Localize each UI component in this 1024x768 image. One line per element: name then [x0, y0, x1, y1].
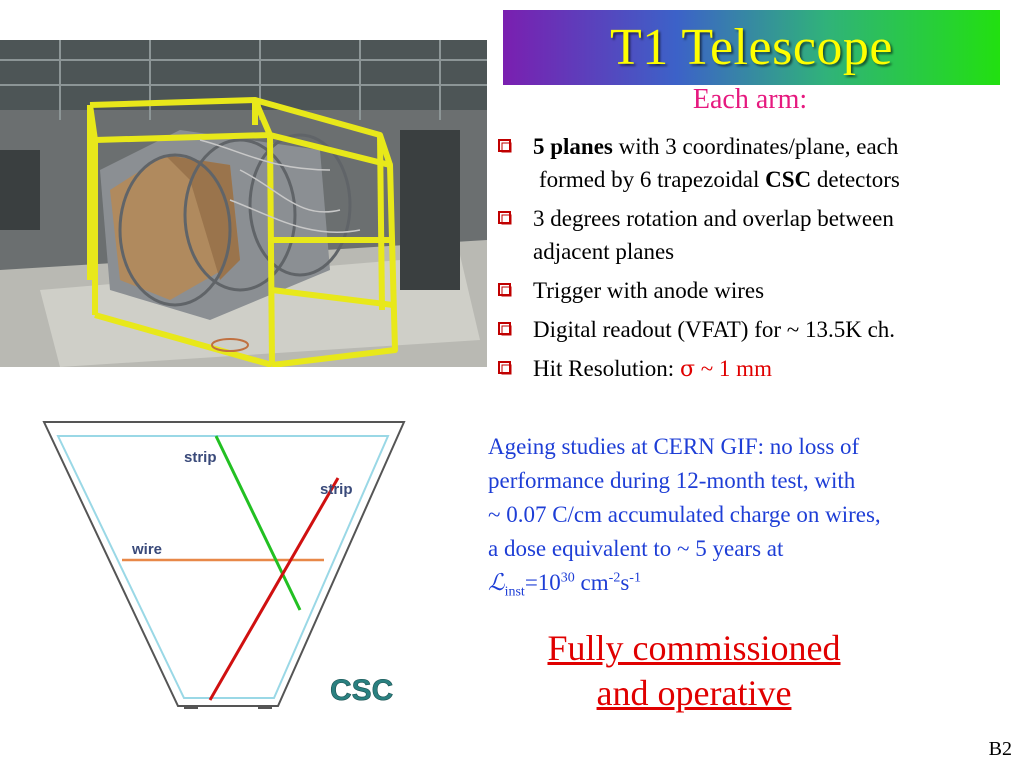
- strip-line-green: [214, 435, 302, 611]
- unit-cm: cm: [574, 570, 609, 595]
- bullet-continuation: formed by 6 trapezoidal: [539, 167, 766, 192]
- luminosity-exponent: 30: [560, 570, 575, 586]
- strip-line-red: [208, 477, 340, 701]
- detector-photo: [0, 40, 487, 367]
- list-item: 3 degrees rotation and overlap between a…: [495, 202, 1005, 268]
- label-wire: wire: [131, 541, 162, 558]
- checkbox-bullet-icon: [498, 322, 512, 336]
- bullet-text: Digital readout (VFAT) for ~ 13.5K ch.: [533, 317, 896, 342]
- ageing-paragraph: Ageing studies at CERN GIF: no loss of p…: [488, 430, 1018, 600]
- bullet-text: with 3 coordinates/plane, each: [612, 134, 899, 159]
- list-item: Trigger with anode wires: [495, 274, 1005, 307]
- list-item: Digital readout (VFAT) for ~ 13.5K ch.: [495, 313, 1005, 346]
- unit-s-exponent: -1: [629, 570, 641, 586]
- unit-s: s: [620, 570, 630, 595]
- bullet-text: Trigger with anode wires: [533, 278, 765, 303]
- label-csc: CSC: [330, 674, 393, 707]
- commissioned-statement: Fully commissioned and operative: [480, 626, 908, 716]
- luminosity-symbol: ℒ: [488, 570, 505, 596]
- checkbox-bullet-icon: [498, 283, 512, 297]
- checkbox-bullet-icon: [498, 139, 512, 153]
- label-strip-2: strip: [320, 481, 353, 498]
- bullet-bold-csc: CSC: [765, 167, 812, 192]
- bullet-continuation: adjacent planes: [533, 239, 675, 264]
- title-bar: T1 Telescope: [503, 10, 1000, 85]
- slide-title: T1 Telescope: [610, 19, 893, 76]
- list-item: Hit Resolution: σ ~ 1 mm: [495, 352, 1005, 386]
- commissioned-line: Fully commissioned: [547, 628, 841, 668]
- bullet-bold: 5 planes: [533, 134, 613, 159]
- checkbox-bullet-icon: [498, 361, 512, 375]
- sigma-symbol: σ: [679, 357, 695, 382]
- label-strip-1: strip: [184, 449, 217, 466]
- slide-number: B2: [988, 738, 1012, 760]
- ageing-line: Ageing studies at CERN GIF: no loss of: [488, 434, 860, 459]
- list-item: 5 planes with 3 coordinates/plane, each …: [495, 130, 1005, 196]
- bullet-text: Hit Resolution:: [533, 356, 680, 381]
- luminosity-subscript: inst: [504, 584, 525, 600]
- subtitle-each-arm: Each arm:: [692, 84, 808, 115]
- commissioned-line: and operative: [596, 673, 792, 713]
- ageing-line: ~ 0.07 C/cm accumulated charge on wires,: [488, 502, 881, 527]
- luminosity-equals: =10: [524, 570, 561, 595]
- csc-diagram: strip strip wire CSC: [42, 421, 406, 709]
- resolution-value: ~ 1 mm: [694, 356, 772, 381]
- unit-cm-exponent: -2: [608, 570, 621, 586]
- ageing-line: performance during 12-month test, with: [488, 468, 856, 493]
- bullet-continuation-end: detectors: [811, 167, 900, 192]
- feature-list: 5 planes with 3 coordinates/plane, each …: [495, 130, 1005, 386]
- checkbox-bullet-icon: [498, 211, 512, 225]
- bullet-text: 3 degrees rotation and overlap between: [533, 206, 894, 231]
- ageing-line: a dose equivalent to ~ 5 years at: [488, 536, 784, 561]
